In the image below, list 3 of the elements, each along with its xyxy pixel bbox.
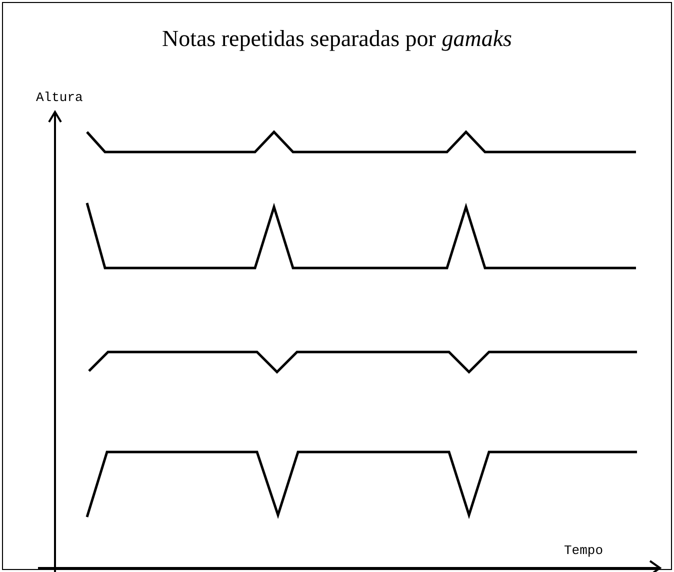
- axis-label: Tempo: [564, 543, 604, 558]
- axis-label: Altura: [36, 90, 83, 105]
- title: Notas repetidas separadas por gamaks: [160, 26, 513, 52]
